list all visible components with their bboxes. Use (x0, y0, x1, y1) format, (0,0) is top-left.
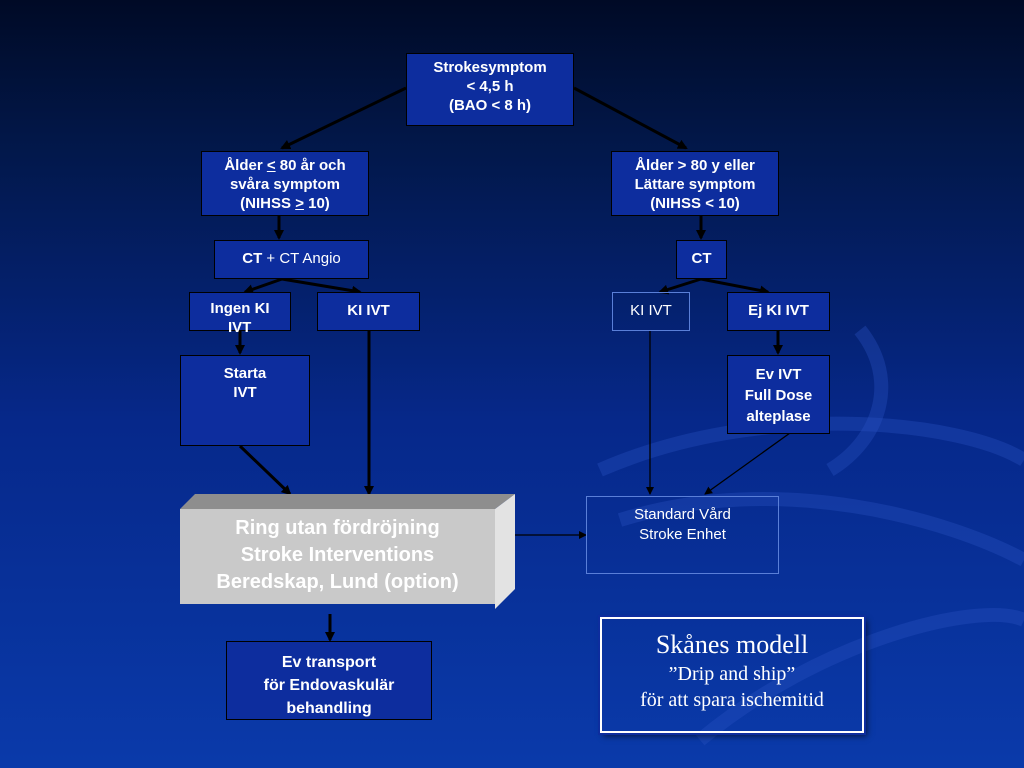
age-over-80-line-2: Lättare symptom (634, 176, 756, 193)
block-side-face (495, 494, 515, 609)
strokesymptom-line-2: < 4,5 h (466, 78, 514, 95)
ct-box: CT (676, 240, 727, 279)
arrow-symptom-to-over80 (573, 86, 688, 150)
age-under-80-line-2: svåra symptom (229, 176, 341, 193)
age-over-80-line-3: (NIHSS < 10) (650, 195, 740, 212)
ct-angio-label: CT + CT Angio (242, 250, 341, 267)
ev-transport-box: Ev transport för Endovaskulär behandling (226, 641, 432, 720)
starta-ivt-box: Starta IVT (180, 355, 310, 446)
arrow-ctangio-to-ingen (243, 277, 283, 295)
ct-label: CT (691, 250, 712, 267)
ring-line-1: Ring utan fördröjning (235, 517, 440, 539)
ev-ivt-line-1: Ev IVT (755, 366, 802, 383)
model-title: Skånes modell (655, 630, 809, 659)
age-under-80-line-3: (NIHSS > 10) (240, 195, 330, 212)
block-front-face: Ring utan fördröjning Stroke Interventio… (180, 509, 495, 604)
starta-ivt-line-2: IVT (233, 384, 257, 401)
arrow-symptom-to-under80 (280, 86, 407, 150)
ring-line-3: Beredskap, Lund (option) (216, 571, 459, 593)
arrow-evivt-to-standard (704, 432, 791, 495)
ki-ivt-right-label: KI IVT (630, 302, 672, 319)
age-over-80-box: Ålder > 80 y eller Lättare symptom (NIHS… (611, 151, 779, 216)
ki-ivt-left-label: KI IVT (347, 302, 390, 319)
ct-angio-box: CT + CT Angio (214, 240, 369, 279)
arrow-ctangio-to-kiivt (281, 277, 362, 296)
arrow-ct-to-ejkiivt (700, 277, 770, 296)
ev-transport-line-2: för Endovaskulär (263, 677, 395, 694)
ring-line-2: Stroke Interventions (240, 544, 435, 566)
model-tagline: för att spara ischemitid (640, 689, 824, 711)
ki-ivt-left-box: KI IVT (317, 292, 420, 331)
ingen-ki-ivt-line-2: IVT (228, 319, 252, 336)
standard-vard-line-2: Stroke Enhet (639, 526, 726, 543)
arrow-starta-to-ring (238, 444, 292, 496)
model-subtitle: ”Drip and ship” (668, 663, 796, 685)
standard-vard-box: Standard Vård Stroke Enhet (586, 496, 779, 574)
ev-transport-line-1: Ev transport (281, 654, 377, 671)
ev-transport-line-3: behandling (286, 700, 372, 717)
skanes-modell-box: Skånes modell ”Drip and ship” för att sp… (600, 617, 864, 733)
starta-ivt-line-1: Starta (223, 365, 267, 382)
ingen-ki-ivt-line-1: Ingen KI (210, 300, 270, 317)
ev-ivt-line-3: alteplase (746, 408, 811, 425)
ring-stroke-interventions-block: Ring utan fördröjning Stroke Interventio… (180, 494, 515, 609)
ingen-ki-ivt-box: Ingen KI IVT (189, 292, 291, 336)
strokesymptom-line-3: (BAO < 8 h) (448, 97, 532, 114)
ej-ki-ivt-label: Ej KI IVT (748, 302, 809, 319)
ev-ivt-line-2: Full Dose (744, 387, 813, 404)
ej-ki-ivt-box: Ej KI IVT (727, 292, 830, 331)
standard-vard-line-1: Standard Vård (634, 506, 731, 523)
strokesymptom-line-1: Strokesymptom (433, 59, 547, 76)
age-over-80-line-1: Ålder > 80 y eller (635, 157, 755, 174)
arrow-ct-to-kiivt (658, 277, 702, 295)
age-under-80-line-1: Ålder < 80 år och (224, 157, 346, 174)
age-under-80-box: Ålder < 80 år och svåra symptom (NIHSS >… (201, 151, 369, 216)
ev-ivt-box: Ev IVT Full Dose alteplase (727, 355, 830, 434)
ki-ivt-right-box: KI IVT (612, 292, 690, 331)
strokesymptom-box: Strokesymptom < 4,5 h (BAO < 8 h) (406, 53, 574, 126)
block-top-face (180, 494, 515, 509)
